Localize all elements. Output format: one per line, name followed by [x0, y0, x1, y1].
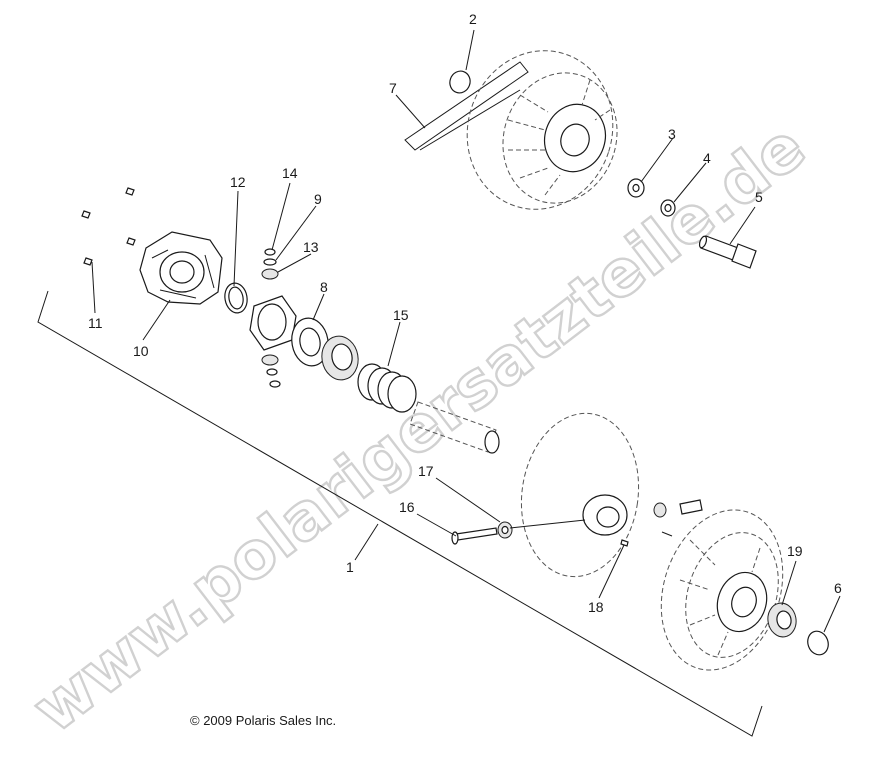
callout-6: 6 — [834, 580, 842, 596]
callout-2: 2 — [469, 11, 477, 27]
sheave-bolt — [653, 499, 703, 537]
callout-18: 18 — [588, 599, 604, 615]
washer-3 — [627, 178, 645, 198]
moveable-sheave — [520, 412, 640, 578]
callout-8: 8 — [320, 279, 328, 295]
callout-4: 4 — [703, 150, 711, 166]
spider-8 — [291, 317, 329, 367]
spring-15 — [357, 363, 417, 413]
snap-ring-12 — [224, 282, 248, 314]
callout-1: 1 — [346, 559, 354, 575]
pin-line — [509, 519, 586, 529]
leader-lines — [91, 29, 841, 633]
bearing-19 — [767, 602, 797, 638]
callout-14: 14 — [282, 165, 298, 181]
bushing-17 — [497, 521, 513, 539]
bolt-5 — [698, 235, 757, 269]
callout-15: 15 — [393, 307, 409, 323]
assembly-bracket — [37, 290, 763, 737]
watermark-text: www.polarigersatzteile.de — [20, 110, 819, 747]
callout-17: 17 — [418, 463, 434, 479]
screws-11 — [81, 187, 136, 266]
upper-sheave — [466, 50, 618, 210]
pin-16 — [451, 527, 498, 545]
callout-3: 3 — [668, 126, 676, 142]
bearing — [321, 335, 359, 381]
callout-5: 5 — [755, 189, 763, 205]
snap-ring-2 — [449, 70, 471, 94]
drive-belt — [404, 61, 529, 151]
callout-9: 9 — [314, 191, 322, 207]
callout-7: 7 — [389, 80, 397, 96]
callout-10: 10 — [133, 343, 149, 359]
copyright-text: © 2009 Polaris Sales Inc. — [190, 713, 336, 728]
roller-hub — [249, 248, 297, 388]
callout-19: 19 — [787, 543, 803, 559]
cover-10 — [139, 231, 223, 305]
washer-4 — [660, 199, 676, 217]
pin-18 — [620, 539, 629, 547]
callout-16: 16 — [399, 499, 415, 515]
callout-11: 11 — [88, 315, 103, 331]
callout-labels: 2 7 3 4 5 12 14 9 13 8 15 11 10 17 16 1 … — [88, 11, 842, 615]
snap-ring-6 — [807, 630, 829, 656]
callout-12: 12 — [230, 174, 246, 190]
shaft — [409, 401, 500, 454]
fixed-sheave — [660, 509, 784, 671]
callout-13: 13 — [303, 239, 319, 255]
